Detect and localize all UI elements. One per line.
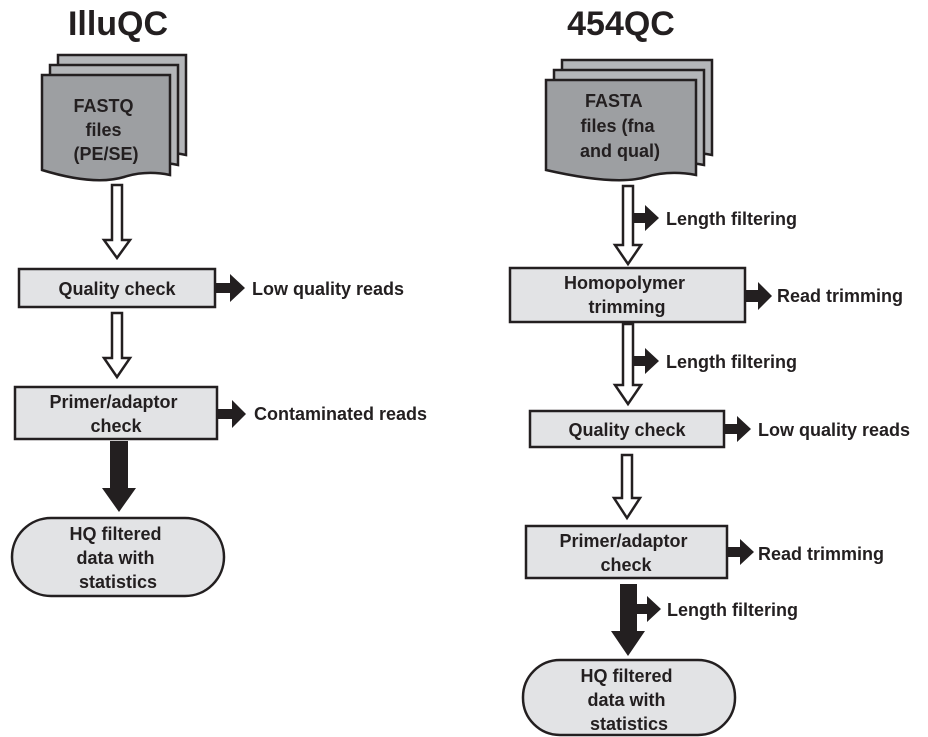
qc454-length-filtering-label-1: Length filtering — [666, 209, 797, 229]
qc454-read-trimming-label-1: Read trimming — [777, 286, 903, 306]
illuqc-primer-check-box — [13, 385, 219, 441]
qc454-length-filter-arrow-2 — [633, 348, 659, 374]
illuqc-flow-arrow-1 — [101, 183, 133, 261]
qc454-read-trimming-label-2: Read trimming — [758, 544, 884, 564]
qc454-hq-result-box — [521, 658, 737, 737]
qc454-homopolymer-output-arrow — [745, 282, 772, 310]
illuqc-flow-arrow-3 — [102, 441, 136, 512]
qc454-quality-output-arrow — [724, 416, 751, 442]
qc454-homopolymer-label: Homopolymer trimming — [564, 273, 690, 317]
qc454-primer-check-label: Primer/adaptor check — [559, 531, 692, 575]
qc454-primer-output-arrow — [727, 539, 754, 565]
qc454-primer-check-box — [524, 524, 729, 580]
illuqc-hq-result-label: HQ filtered data with statistics — [69, 524, 166, 592]
qc454-flow-arrow-1 — [612, 184, 644, 267]
qc454-quality-check-label: Quality check — [568, 420, 686, 440]
illuqc-flow-arrow-2 — [101, 311, 133, 380]
illuqc-fastq-files-icon — [40, 53, 188, 182]
illuqc-primer-output-arrow — [217, 400, 246, 428]
qc454-length-filter-arrow-1 — [633, 205, 659, 231]
qc454-flow-arrow-2 — [612, 322, 644, 407]
qc454-flow-arrow-3 — [611, 453, 643, 521]
qc454-length-filter-arrow-3 — [637, 596, 661, 622]
qc454-low-quality-reads-label: Low quality reads — [758, 420, 910, 440]
qc454-homopolymer-box — [508, 266, 747, 324]
illuqc-low-quality-reads-label: Low quality reads — [252, 279, 404, 299]
qc454-flow-arrow-4 — [611, 584, 645, 656]
qc454-hq-result-label: HQ filtered data with statistics — [580, 666, 677, 734]
illuqc-title: IlluQC — [68, 5, 168, 43]
illuqc-primer-check-label: Primer/adaptor check — [49, 392, 182, 436]
qc454-fasta-files-icon — [544, 58, 714, 182]
illuqc-quality-check-label: Quality check — [58, 279, 176, 299]
qc454-input-label: FASTA files (fna and qual) — [580, 91, 660, 161]
qc454-title: 454QC — [567, 5, 675, 43]
illuqc-hq-result-box — [10, 516, 226, 598]
illuqc-quality-output-arrow — [215, 274, 245, 302]
qc454-length-filtering-label-3: Length filtering — [667, 600, 798, 620]
qc454-length-filtering-label-2: Length filtering — [666, 352, 797, 372]
illuqc-contaminated-reads-label: Contaminated reads — [254, 404, 427, 424]
illuqc-input-label: FASTQ files (PE/SE) — [73, 96, 138, 164]
